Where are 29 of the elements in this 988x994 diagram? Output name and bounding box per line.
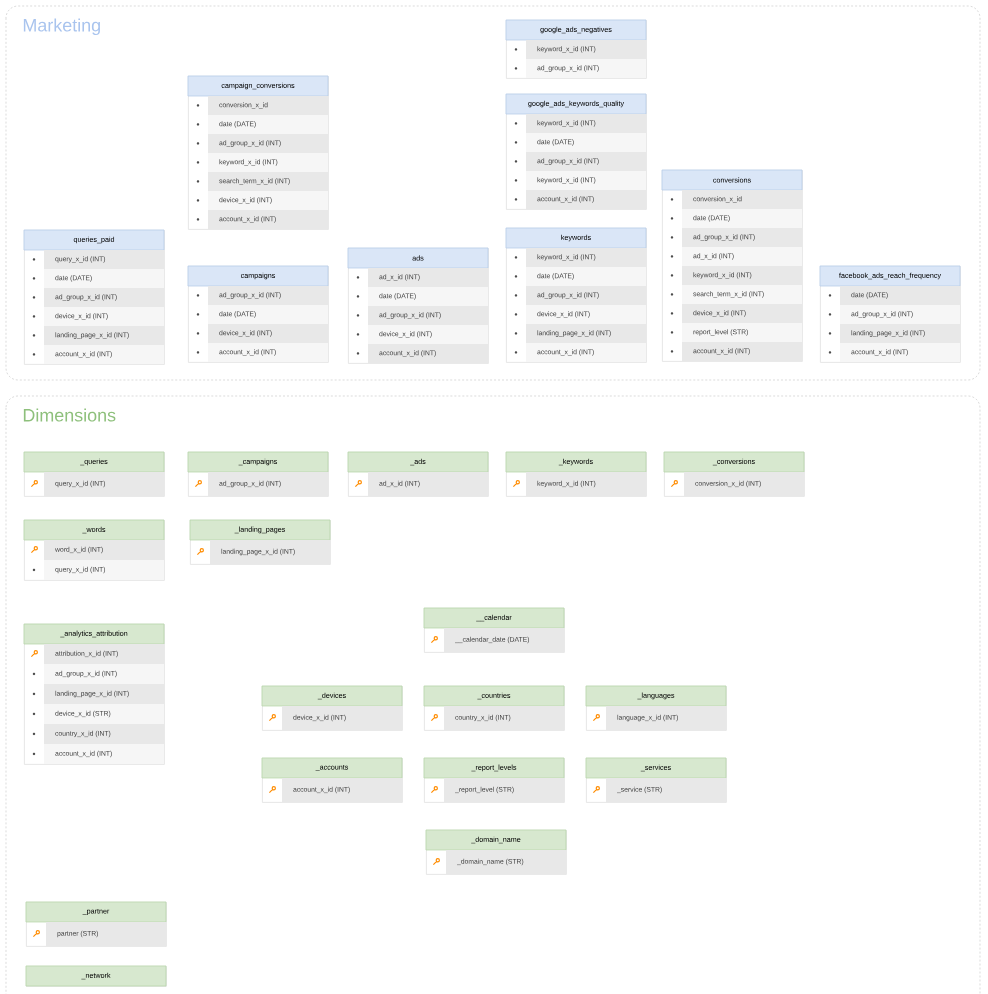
table <box>23 623 165 765</box>
table <box>423 685 565 731</box>
panel-title: Marketing <box>23 18 100 36</box>
table <box>505 451 647 497</box>
table <box>187 75 329 230</box>
table <box>23 451 165 497</box>
table <box>819 265 961 363</box>
table <box>189 519 331 565</box>
table <box>585 757 727 803</box>
table <box>25 965 167 987</box>
table <box>187 265 329 363</box>
table <box>261 685 403 731</box>
table <box>585 685 727 731</box>
table <box>261 757 403 803</box>
table <box>25 901 167 947</box>
table <box>505 93 647 210</box>
table <box>23 229 165 365</box>
table <box>663 451 805 497</box>
table <box>23 519 165 581</box>
table <box>423 607 565 653</box>
table <box>505 227 647 363</box>
table <box>347 247 489 364</box>
table <box>661 169 803 362</box>
table <box>425 829 567 875</box>
table <box>505 19 647 79</box>
table <box>423 757 565 803</box>
panel-title: Dimensions <box>23 408 116 422</box>
table <box>347 451 489 497</box>
table <box>187 451 329 497</box>
